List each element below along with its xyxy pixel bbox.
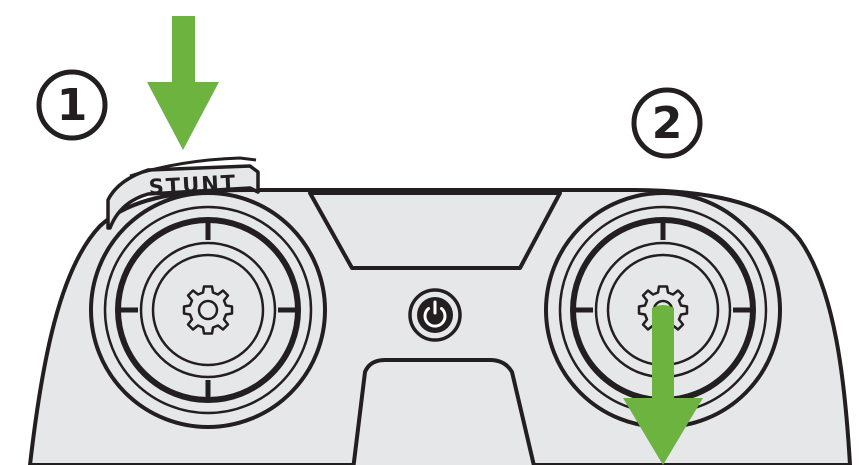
- bottom-center-panel: [351, 358, 536, 465]
- arrow-down-icon: [147, 16, 219, 150]
- step-two-number: 2: [652, 98, 683, 149]
- power-button[interactable]: [408, 288, 462, 342]
- step-one-badge: 1: [36, 69, 108, 141]
- left-joystick[interactable]: [89, 191, 327, 429]
- top-center-panel: [308, 191, 562, 270]
- step-one-number: 1: [57, 80, 88, 131]
- gear-icon: [182, 285, 234, 335]
- arrow-down-icon: [623, 305, 703, 465]
- stunt-button[interactable]: STUNT: [106, 156, 260, 230]
- step-two-badge: 2: [631, 87, 703, 159]
- power-icon: [423, 300, 447, 328]
